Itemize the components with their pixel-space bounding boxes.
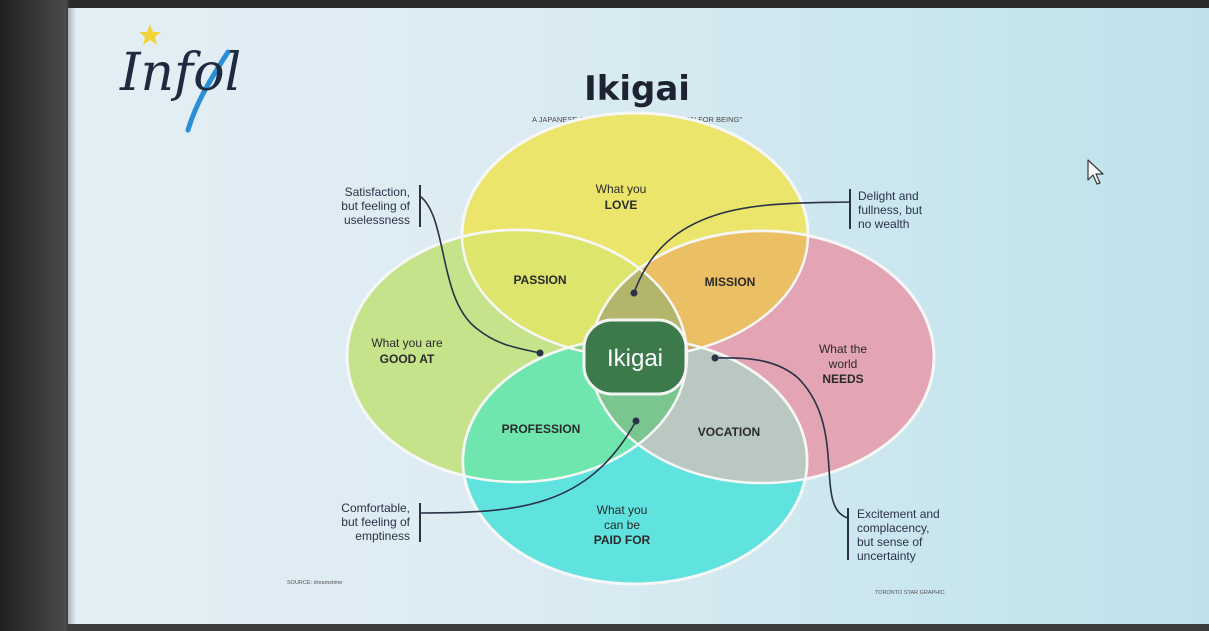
callout-brackets xyxy=(419,185,851,560)
passion-label: PASSION xyxy=(513,273,566,287)
callout-top-left-line1: Satisfaction, xyxy=(345,185,410,199)
infol-logo: Infol xyxy=(119,24,241,133)
vocation-label: VOCATION xyxy=(698,425,760,439)
source-credit: SOURCE: dreamstime xyxy=(287,580,342,586)
callout-top-right-line1: Delight and xyxy=(858,189,919,203)
connector-bottom-left xyxy=(419,420,637,514)
connector-bottom-right xyxy=(714,357,849,519)
page-title: Ikigai xyxy=(584,69,690,109)
paid-for-label-line3: PAID FOR xyxy=(594,533,651,547)
callout-bottom-right-line2: complacency, xyxy=(857,521,929,535)
mouse-pointer-icon xyxy=(1087,159,1104,185)
star-icon xyxy=(139,24,161,45)
callout-top-right-line2: fullness, but xyxy=(858,203,923,217)
connector-top-right xyxy=(633,201,851,294)
needs-label-line3: NEEDS xyxy=(822,372,863,386)
love-label-line2: LOVE xyxy=(605,198,638,212)
needs-label-line1: What the xyxy=(819,342,867,356)
callout-top-left-line2: but feeling of xyxy=(341,199,410,213)
good-at-label-line2: GOOD AT xyxy=(380,352,435,366)
callout-bottom-left-line3: emptiness xyxy=(355,529,410,543)
dot-top-left xyxy=(536,349,544,357)
callout-bottom-left-line2: but feeling of xyxy=(341,515,410,529)
profession-label: PROFESSION xyxy=(502,422,581,436)
callout-bottom-right-line3: but sense of xyxy=(857,535,923,549)
callout-top-left-line3: uselessness xyxy=(344,213,410,227)
connector-lines xyxy=(419,195,851,519)
connector-top-left xyxy=(419,195,541,354)
paid-for-label-line2: can be xyxy=(604,518,640,532)
ikigai-center-label: Ikigai xyxy=(607,345,663,372)
good-at-label-line1: What you are xyxy=(371,336,443,350)
callout-bottom-left-line1: Comfortable, xyxy=(341,501,410,515)
presentation-slide: Infol Ikigai A JAPANESE CONCEPT MEANING … xyxy=(68,8,1209,631)
dot-bottom-right xyxy=(711,354,719,362)
callout-bottom-right-line1: Excitement and xyxy=(857,507,940,521)
graphic-credit: TORONTO STAR GRAPHIC xyxy=(875,590,945,596)
ikigai-center xyxy=(582,318,688,396)
dot-top-right xyxy=(630,289,638,297)
paid-for-label-line1: What you xyxy=(597,503,648,517)
dot-bottom-left xyxy=(632,417,640,425)
overlap-mission xyxy=(590,231,808,357)
callout-bottom-right-line4: uncertainty xyxy=(857,549,916,563)
photo-bottom-edge xyxy=(68,624,1209,631)
love-label-line1: What you xyxy=(596,182,647,196)
connector-dots xyxy=(536,289,719,425)
callout-top-right-line3: no wealth xyxy=(858,217,909,231)
slide-edge-shadow xyxy=(68,8,76,631)
mission-label: MISSION xyxy=(705,275,756,289)
logo-text: Infol xyxy=(119,43,241,103)
logo-swoosh xyxy=(185,49,231,133)
needs-label-line2: world xyxy=(828,357,858,371)
ikigai-diagram: Infol Ikigai A JAPANESE CONCEPT MEANING … xyxy=(119,24,1104,596)
